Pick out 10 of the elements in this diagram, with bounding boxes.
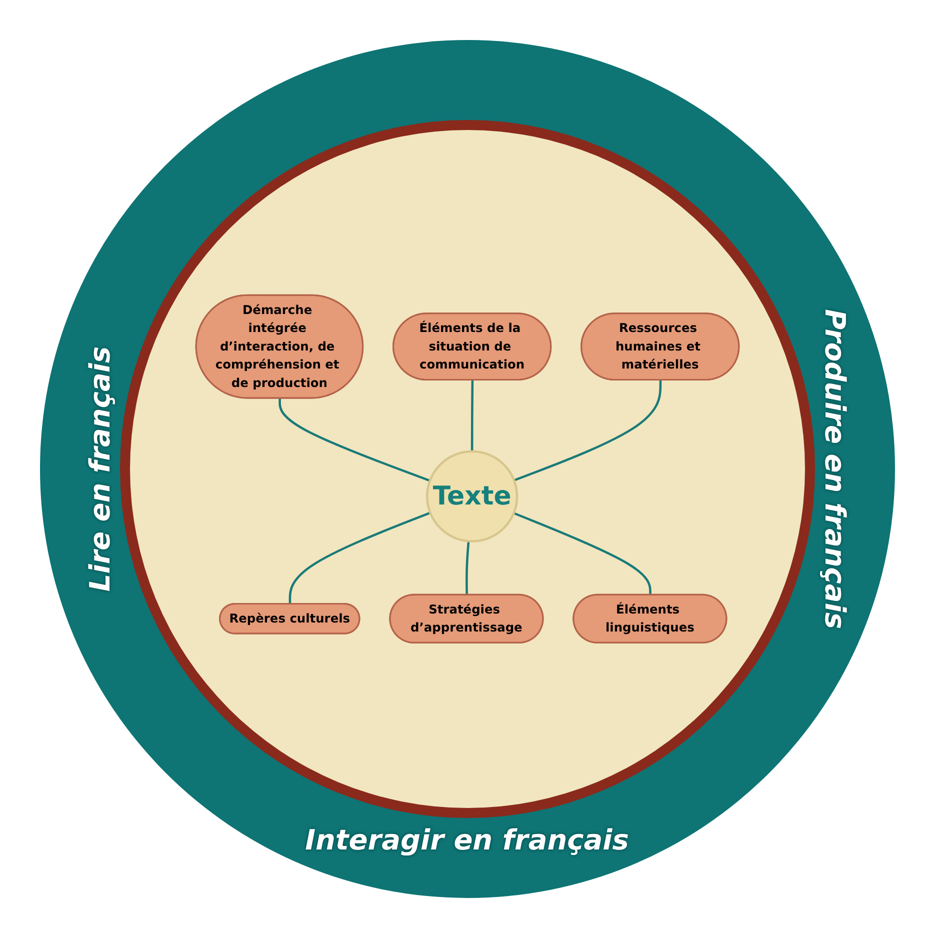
- node-circle: Texte: [426, 450, 518, 543]
- connector: [466, 541, 470, 596]
- connector: [470, 380, 474, 452]
- ring-label: Lire en français: [84, 346, 116, 592]
- connector: [288, 512, 431, 604]
- connector: [514, 380, 662, 482]
- ring-label: Interagir en français: [305, 824, 629, 856]
- connector: [513, 512, 652, 596]
- connector: [278, 398, 430, 482]
- ring-label: Produire en français: [818, 308, 852, 630]
